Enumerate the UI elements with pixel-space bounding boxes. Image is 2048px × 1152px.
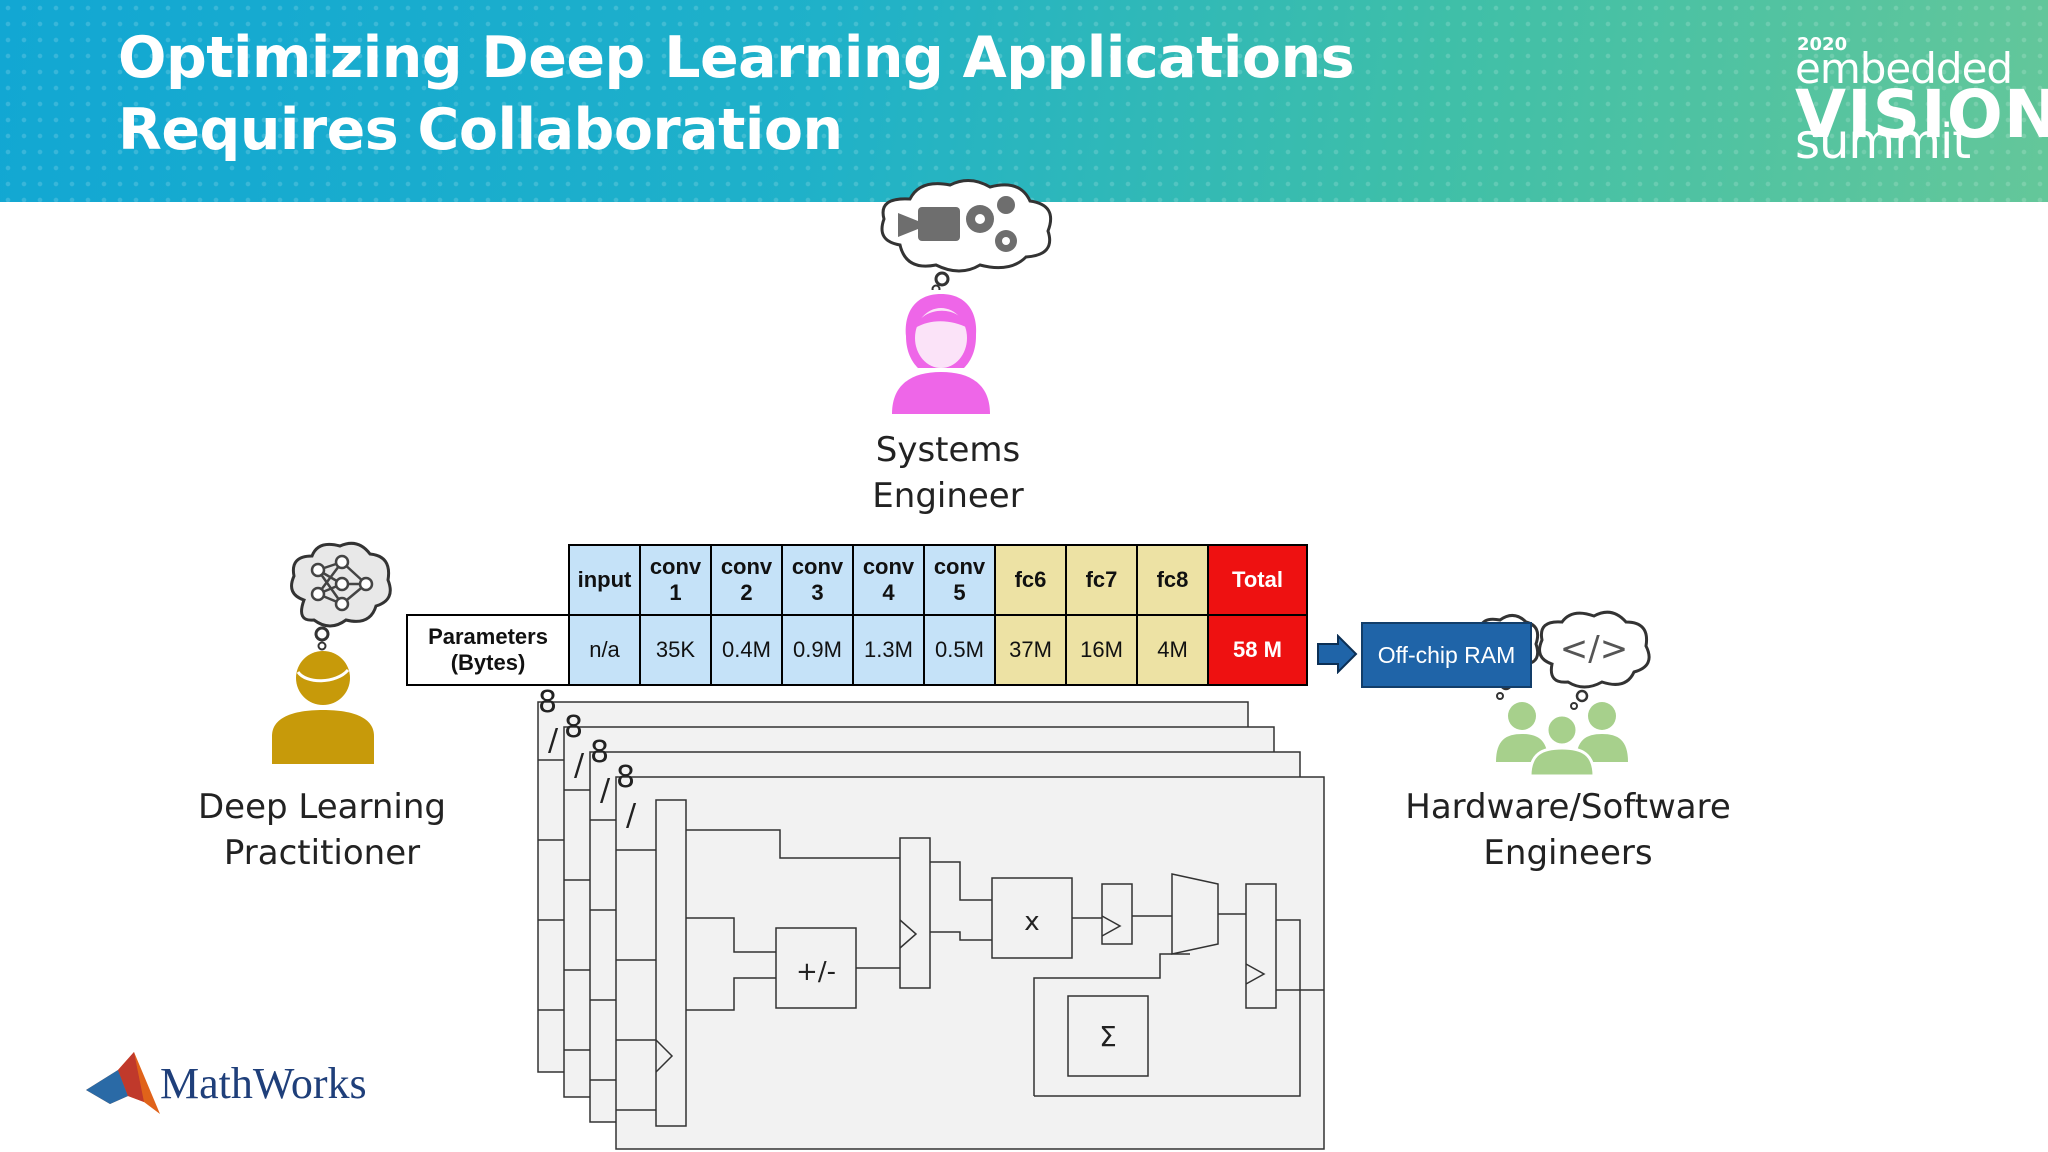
header-label: conv	[791, 554, 844, 579]
header-sublabel: 3	[811, 580, 824, 605]
header-label: Total	[1232, 567, 1283, 592]
row-label-line2: (Bytes)	[450, 650, 526, 675]
table-cell: n/a	[568, 614, 641, 686]
header-label: fc6	[1014, 567, 1047, 592]
code-thought-cloud-icon: </>	[1538, 610, 1651, 710]
hw-sw-engineers-line1: Hardware/Software	[1405, 787, 1731, 827]
header-sublabel: 1	[669, 580, 682, 605]
table-header-cell: fc7	[1065, 544, 1138, 616]
table-cell: 35K	[639, 614, 712, 686]
table-corner	[407, 545, 569, 615]
table-cell: 16M	[1065, 614, 1138, 686]
event-logo-line3: summit	[1795, 114, 1971, 170]
neural-network-thought-cloud-icon	[290, 541, 392, 651]
group-icon	[1496, 702, 1628, 776]
header-label: conv	[862, 554, 915, 579]
slide-title: Optimizing Deep Learning Applications Re…	[118, 25, 1355, 163]
table-cell: 1.3M	[852, 614, 925, 686]
table-header-cell-total: Total	[1207, 544, 1308, 616]
table-header-cell: fc6	[994, 544, 1067, 616]
table-header-cell: input	[568, 544, 641, 616]
bit-width-label: 8	[564, 710, 583, 745]
header-label: fc8	[1156, 567, 1189, 592]
dl-practitioner-label: Deep Learning Practitioner	[160, 784, 484, 876]
table-data-row: Parameters(Bytes) n/a 35K 0.4M 0.9M 1.3M…	[406, 614, 1308, 686]
circuit-diagram: +/- x Σ 8 / 8 / 8 / 8 /	[537, 685, 1325, 1150]
event-logo-year: 2020	[1797, 34, 1848, 55]
table-cell: 37M	[994, 614, 1067, 686]
header-banner: Optimizing Deep Learning Applications Re…	[0, 0, 2048, 202]
circuit-layer-front	[615, 776, 1325, 1150]
sum-label: Σ	[1099, 1020, 1117, 1053]
table-cell: 0.5M	[923, 614, 996, 686]
systems-engineer-line1: Systems	[875, 430, 1021, 470]
table-header-cell: fc8	[1136, 544, 1209, 616]
event-logo-line1: embedded	[1795, 44, 2013, 93]
offchip-ram-box: Off-chip RAM	[1361, 622, 1532, 688]
multiply-label: x	[1024, 907, 1039, 937]
add-sub-label: +/-	[796, 957, 836, 987]
mathworks-logo: MathWorks	[160, 1059, 367, 1108]
header-label: conv	[649, 554, 702, 579]
header-label: fc7	[1085, 567, 1118, 592]
arrow-right-icon	[1317, 634, 1358, 674]
person-icon	[272, 651, 374, 764]
header-label: input	[577, 567, 632, 592]
table-cell-total: 58 M	[1207, 614, 1308, 686]
header-sublabel: 2	[740, 580, 753, 605]
systems-thought-cloud-icon	[880, 179, 1053, 290]
row-label: Parameters(Bytes)	[406, 614, 570, 686]
dl-practitioner-line1: Deep Learning	[197, 787, 446, 827]
bit-slash-label: /	[548, 723, 559, 758]
event-logo-line2: VISION	[1795, 76, 2048, 153]
dl-practitioner-line2: Practitioner	[223, 833, 421, 873]
table-cell: 0.9M	[781, 614, 854, 686]
table-cell: 4M	[1136, 614, 1209, 686]
header-sublabel: 5	[953, 580, 966, 605]
mathworks-membrane-icon	[86, 1052, 160, 1114]
bit-width-label: 8	[538, 685, 557, 720]
row-label-line1: Parameters	[428, 624, 548, 649]
code-icon: </>	[1560, 629, 1628, 669]
woman-icon	[892, 294, 990, 414]
bit-slash-label: /	[600, 773, 611, 808]
systems-engineer-line2: Engineer	[872, 476, 1024, 516]
bit-width-label: 8	[616, 760, 635, 795]
hw-sw-engineers-line2: Engineers	[1483, 833, 1653, 873]
bit-slash-label: /	[626, 798, 637, 833]
systems-engineer-label: Systems Engineer	[800, 427, 1096, 519]
header-sublabel: 4	[882, 580, 895, 605]
bit-slash-label: /	[574, 748, 585, 783]
header-dot-pattern	[0, 0, 2048, 202]
table-cell: 0.4M	[710, 614, 783, 686]
header-label: conv	[933, 554, 986, 579]
bit-width-label: 8	[590, 735, 609, 770]
header-label: conv	[720, 554, 773, 579]
hw-sw-engineers-label: Hardware/Software Engineers	[1390, 784, 1746, 876]
